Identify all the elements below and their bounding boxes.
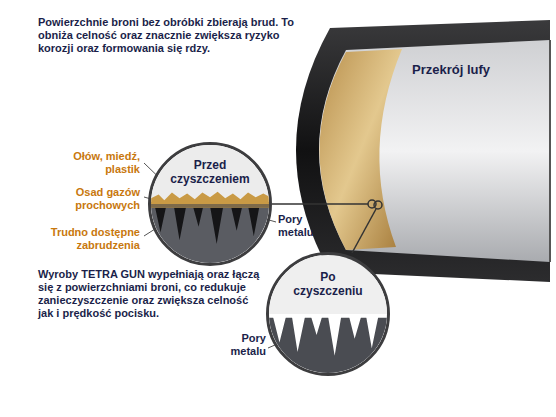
part-name: Przekrój lufy <box>412 62 532 77</box>
callout-label: Pory metalu <box>278 213 326 239</box>
intro-note: Powierzchnie broni bez obróbki zbierają … <box>38 16 300 55</box>
circle-title: Po czyszczeniu <box>286 271 370 299</box>
callout-label: Trudno dostępne zabrudzenia <box>30 226 140 252</box>
callout-label: Pory metalu <box>222 332 266 358</box>
detail-circle: Po czyszczeniu <box>266 252 390 376</box>
detail-circle: Przed czyszczeniem <box>148 142 272 266</box>
circle-title: Przed czyszczeniem <box>168 159 252 187</box>
callout-label: Ołów, miedź, plastik <box>52 150 140 176</box>
product-note: Wyroby TETRA GUN wypełniają oraz łączą s… <box>38 268 266 320</box>
callout-label: Osad gazów prochowych <box>40 186 140 212</box>
